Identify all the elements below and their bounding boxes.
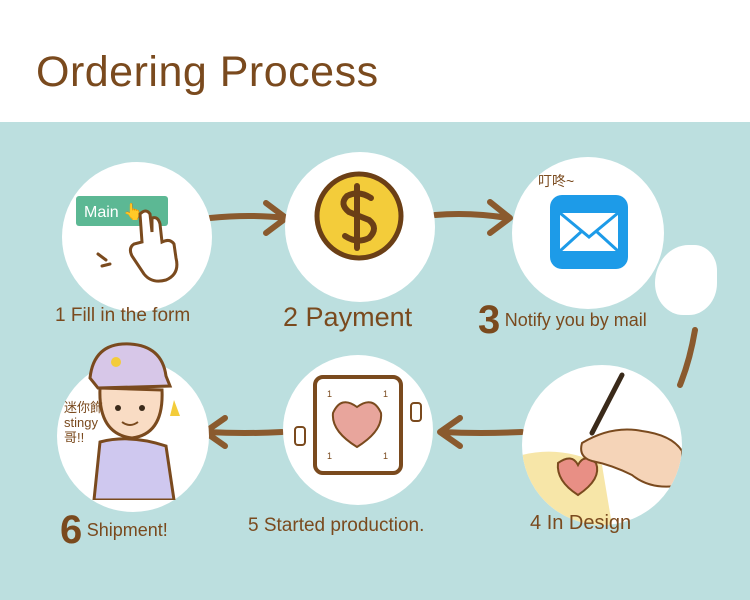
step-2-label: 2 Payment <box>283 302 413 332</box>
form-button-text: Main 👆 <box>84 204 144 221</box>
step-5-circle: 1 1 1 1 <box>283 355 433 505</box>
svg-text:1: 1 <box>327 389 332 399</box>
arrow-2-to-3 <box>432 199 513 236</box>
production-frame-icon: 1 1 1 1 <box>294 375 422 475</box>
arrow-3-to-4 <box>677 327 698 388</box>
arrow-1-to-2 <box>207 200 289 236</box>
step-3-circle: 叮咚~ <box>512 157 664 309</box>
drawing-hand-icon <box>522 372 682 525</box>
svg-text:1: 1 <box>383 451 388 461</box>
hand-click-form-icon <box>96 209 179 283</box>
step-1-circle: Main 👆 <box>62 162 212 312</box>
step-2-circle <box>285 152 435 302</box>
arrow-4-to-5 <box>437 415 525 449</box>
decorative-bubble <box>655 245 717 315</box>
step-5-label: 5 Started production. <box>248 515 425 536</box>
step-4-label: 4 In Design <box>530 512 632 534</box>
dollar-coin-icon <box>314 171 404 261</box>
side-text: 迷你飾 stingy 哥!! <box>64 400 104 445</box>
header: Ordering Process <box>0 0 750 122</box>
svg-text:1: 1 <box>327 451 332 461</box>
step-3-label: 3 Notify you by mail <box>478 298 647 342</box>
page-title: Ordering Process <box>36 48 379 96</box>
svg-text:1: 1 <box>383 389 388 399</box>
notify-sound-text: 叮咚~ <box>538 173 575 189</box>
step-4-circle <box>522 365 682 525</box>
step-6-label: 6 Shipment! <box>60 508 168 552</box>
delivery-person-icon <box>88 342 180 500</box>
step-1-label: 1 Fill in the form <box>55 305 191 326</box>
mail-envelope-icon <box>550 195 628 269</box>
